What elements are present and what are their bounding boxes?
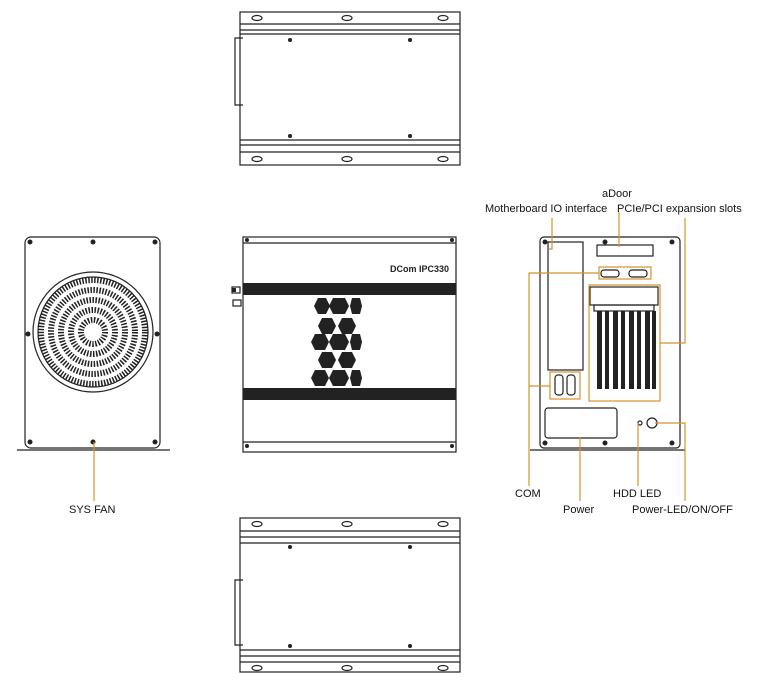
top-view xyxy=(234,11,461,166)
label-pcie-slots: PCIe/PCI expansion slots xyxy=(617,203,742,215)
label-com: COM xyxy=(515,488,541,500)
label-sys-fan: SYS FAN xyxy=(69,504,116,516)
label-power-led: Power-LED/ON/OFF xyxy=(632,504,733,516)
front-view xyxy=(231,236,457,453)
hex-vent xyxy=(311,298,362,386)
screws xyxy=(25,38,675,648)
label-adoor: aDoor xyxy=(602,188,632,200)
callouts xyxy=(93,212,686,501)
pci-slots xyxy=(597,311,656,389)
label-power: Power xyxy=(563,504,595,516)
label-hdd-led: HDD LED xyxy=(613,488,662,500)
logo: DCom IPC330 xyxy=(390,264,449,274)
bottom-view xyxy=(234,517,461,673)
label-motherboard-io: Motherboard IO interface xyxy=(485,203,608,215)
side-view xyxy=(17,236,170,451)
